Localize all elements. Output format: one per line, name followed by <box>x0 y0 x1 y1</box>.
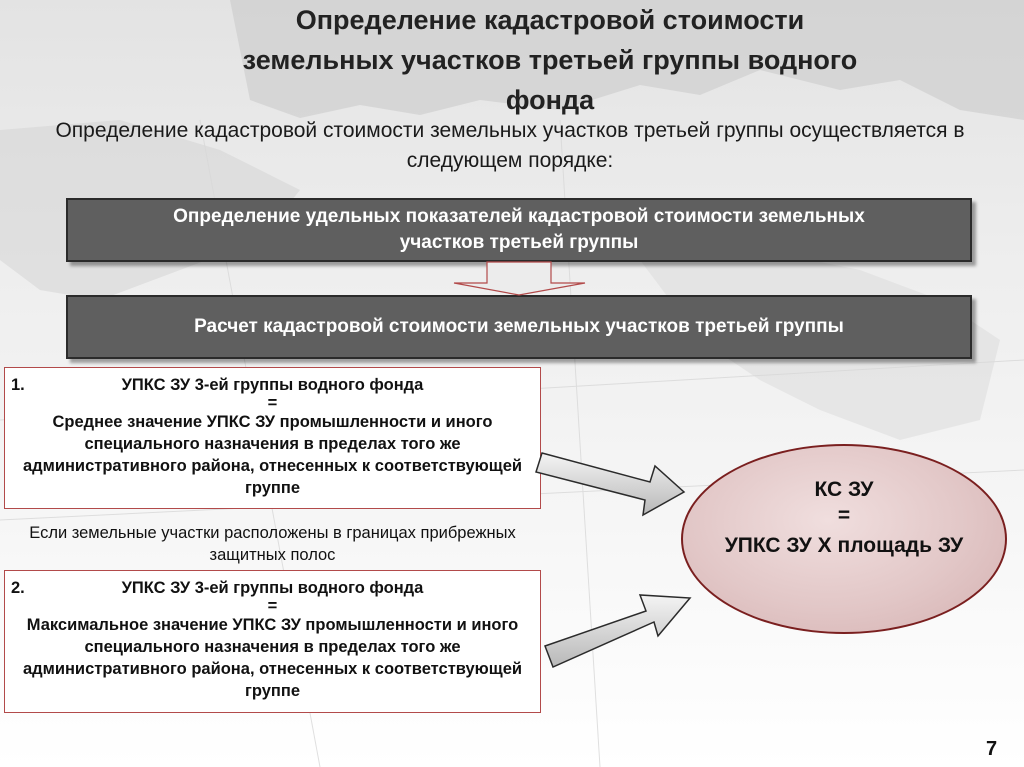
formula-line3: УПКС ЗУ Х площадь ЗУ <box>724 534 964 557</box>
case1-equals: = <box>267 394 278 412</box>
case2-box: 2. УПКС ЗУ 3-ей группы водного фонда = М… <box>4 570 541 713</box>
case1-header: 1. УПКС ЗУ 3-ей группы водного фонда <box>5 374 540 396</box>
step1-box: Определение удельных показателей кадастр… <box>66 198 972 262</box>
step2-label: Расчет кадастровой стоимости земельных у… <box>194 316 844 337</box>
condition-text: Если земельные участки расположены в гра… <box>29 524 516 564</box>
step1-label: Определение удельных показателей кадастр… <box>173 206 865 253</box>
step2-box: Расчет кадастровой стоимости земельных у… <box>66 295 972 359</box>
formula-ellipse: КС ЗУ = УПКС ЗУ Х площадь ЗУ <box>681 444 1007 634</box>
intro-text: Определение кадастровой стоимости земель… <box>55 119 965 172</box>
formula-line1: КС ЗУ <box>814 478 874 501</box>
slide-title: Определение кадастровой стоимости земель… <box>242 5 858 115</box>
case1-box: 1. УПКС ЗУ 3-ей группы водного фонда = С… <box>4 367 541 509</box>
case2-body: Максимальное значение УПКС ЗУ промышленн… <box>22 616 523 700</box>
case1-heading: УПКС ЗУ 3-ей группы водного фонда <box>121 376 424 394</box>
formula-equals: = <box>837 504 851 527</box>
page-number: 7 <box>986 738 998 760</box>
case1-body: Среднее значение УПКС ЗУ промышленности … <box>22 413 523 497</box>
case2-heading: УПКС ЗУ 3-ей группы водного фонда <box>121 579 424 597</box>
case2-header: 2. УПКС ЗУ 3-ей группы водного фонда <box>5 577 540 599</box>
case2-equals: = <box>267 597 278 615</box>
case1-number: 1. <box>11 376 25 394</box>
case2-number: 2. <box>11 579 25 597</box>
